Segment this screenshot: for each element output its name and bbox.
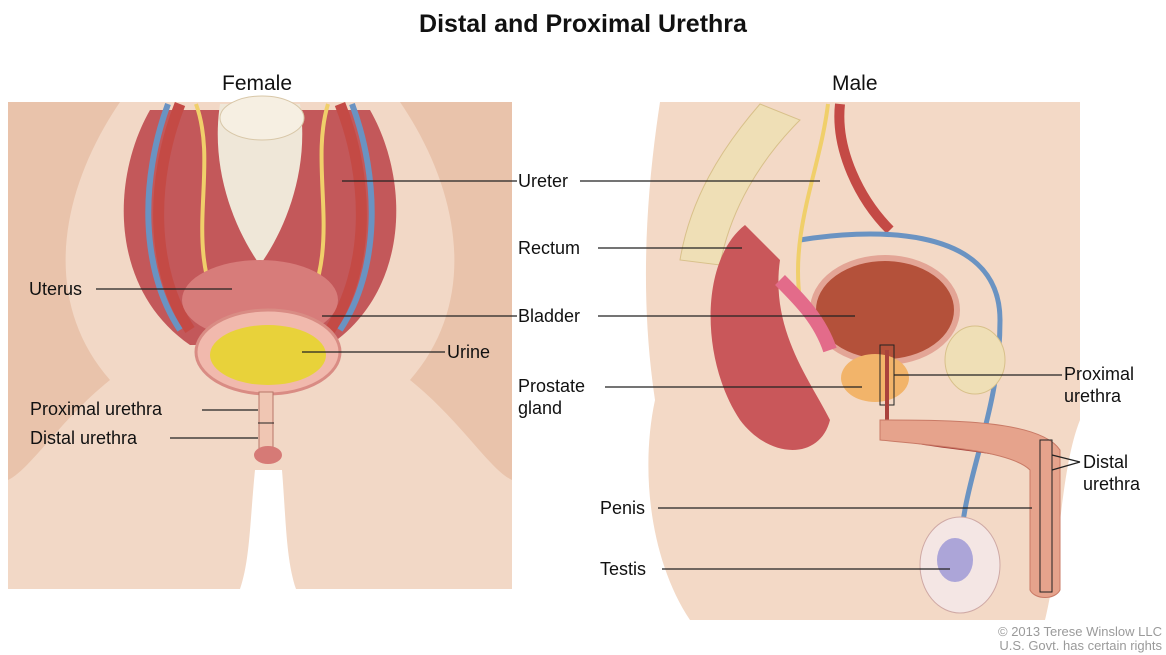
female-urethral-opening xyxy=(254,446,282,464)
label-male-distal-urethra-line2: urethra xyxy=(1083,474,1140,495)
label-male-proximal-urethra-line1: Proximal xyxy=(1064,364,1134,385)
copyright-line-2: U.S. Govt. has certain rights xyxy=(998,639,1162,653)
label-male-proximal-urethra-line2: urethra xyxy=(1064,386,1121,407)
female-urine xyxy=(210,325,326,385)
female-urethra xyxy=(259,392,273,450)
label-male-distal-urethra-line1: Distal xyxy=(1083,452,1128,473)
male-pubic-bone xyxy=(945,326,1005,394)
label-urine: Urine xyxy=(447,342,490,363)
label-bladder: Bladder xyxy=(518,306,580,327)
label-prostate-gland-line1: Prostate xyxy=(518,376,585,397)
copyright-line-1: © 2013 Terese Winslow LLC xyxy=(998,625,1162,639)
female-anatomy xyxy=(8,96,512,589)
label-penis: Penis xyxy=(600,498,645,519)
label-uterus: Uterus xyxy=(29,279,82,300)
label-ureter: Ureter xyxy=(518,171,568,192)
label-testis: Testis xyxy=(600,559,646,580)
label-prostate-gland-line2: gland xyxy=(518,398,562,419)
male-anatomy xyxy=(646,102,1080,620)
copyright-notice: © 2013 Terese Winslow LLC U.S. Govt. has… xyxy=(998,625,1162,653)
male-prostate xyxy=(841,354,909,402)
label-rectum: Rectum xyxy=(518,238,580,259)
label-female-distal-urethra: Distal urethra xyxy=(30,428,137,449)
label-female-proximal-urethra: Proximal urethra xyxy=(30,399,162,420)
